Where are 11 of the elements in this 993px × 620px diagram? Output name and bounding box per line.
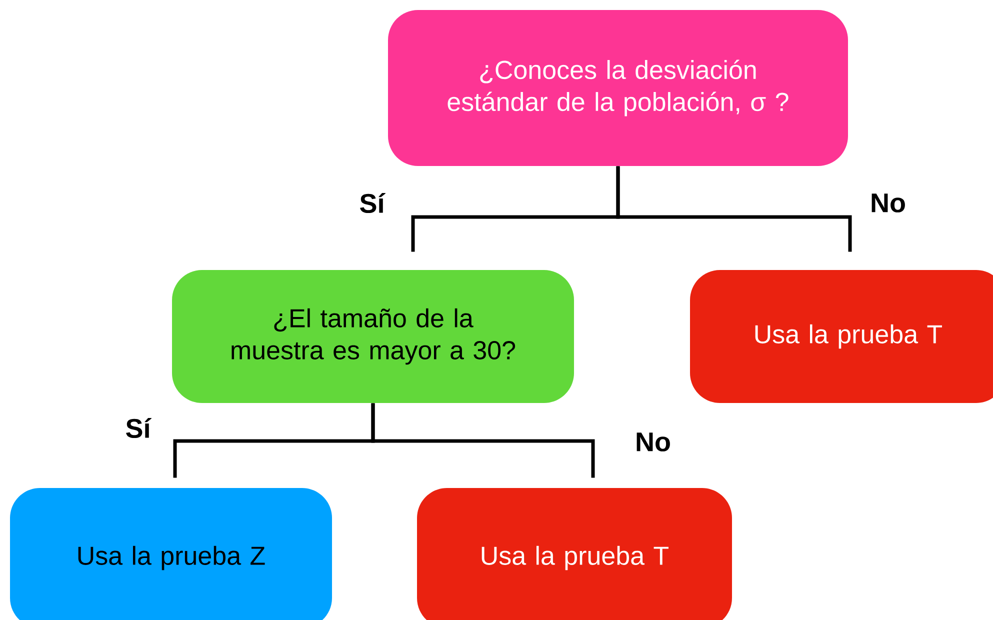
decision-box: Usa la prueba T (417, 488, 732, 620)
edge-label: Sí (124, 416, 152, 440)
decision-box: Usa la prueba T (690, 270, 993, 403)
decision-box: ¿Conoces la desviación estándar de la población, σ ? (388, 10, 848, 166)
edge-label: Sí (358, 192, 386, 214)
connector-line (371, 403, 595, 478)
edge-label: No (869, 192, 907, 214)
connector-line (616, 166, 852, 252)
decision-box: Usa la prueba Z (10, 488, 332, 620)
decision-box: ¿El tamaño de la muestra es mayor a 30? (172, 270, 574, 403)
edge-label: No (634, 432, 672, 452)
